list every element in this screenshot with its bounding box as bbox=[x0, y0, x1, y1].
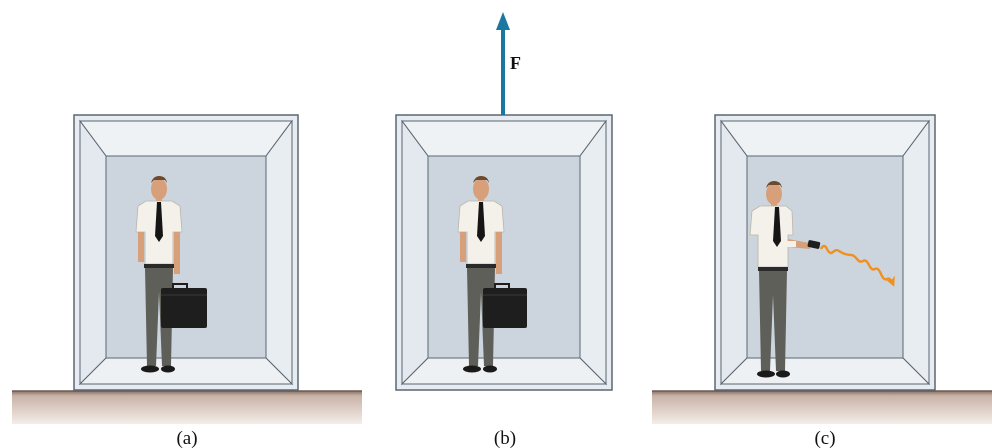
caption-a: (a) bbox=[176, 428, 197, 448]
panel-c bbox=[652, 115, 992, 424]
elevator-b bbox=[396, 115, 612, 390]
force-label: F bbox=[510, 53, 521, 73]
briefcase-icon bbox=[161, 284, 207, 328]
briefcase-icon bbox=[483, 284, 527, 328]
panel-b: F bbox=[396, 12, 612, 390]
elevator-c bbox=[715, 115, 935, 390]
caption-b: (b) bbox=[494, 428, 516, 448]
force-arrow-icon bbox=[496, 12, 510, 115]
ground-c bbox=[652, 391, 992, 424]
caption-c: (c) bbox=[814, 428, 835, 448]
ground-a bbox=[12, 391, 362, 424]
panel-a bbox=[12, 115, 362, 424]
elevator-a bbox=[74, 115, 298, 390]
